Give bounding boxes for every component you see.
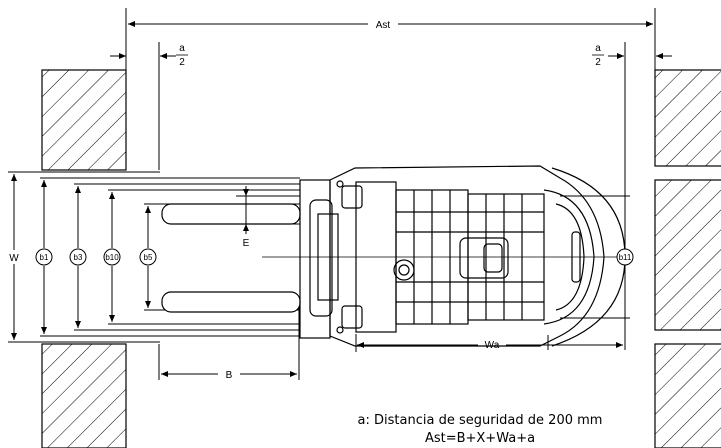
b5-label: b5 [144, 253, 153, 262]
caption-safety-distance: a: Distancia de seguridad de 200 mm [357, 413, 603, 428]
caption: a: Distancia de seguridad de 200 mm Ast=… [300, 412, 660, 448]
b1-label: b1 [40, 253, 49, 262]
wa-dimension [355, 334, 623, 352]
b10-circle [103, 248, 121, 266]
b11-label: b11 [619, 253, 632, 262]
a-half-right-dimension [592, 53, 672, 59]
b3-label: b3 [74, 253, 83, 262]
b3-circle [69, 248, 87, 266]
b11-dimension [560, 195, 630, 319]
left-wall-top [41, 69, 127, 171]
forklift-body [299, 165, 626, 347]
b1-circle [35, 248, 53, 266]
caption-formula: Ast=B+X+Wa+a [424, 431, 536, 446]
b10-label: b10 [105, 253, 119, 262]
a-half-left-dimension [110, 53, 188, 59]
e-label: E [243, 238, 250, 249]
right-wall-middle [654, 179, 721, 331]
b-label: B [226, 370, 233, 381]
left-wall-bottom [41, 343, 127, 448]
a-half-right-numerator: a [595, 43, 601, 54]
right-wall-bottom [654, 343, 721, 448]
b5-circle [139, 248, 157, 266]
a-half-right-denominator: 2 [595, 57, 601, 68]
a-half-left-denominator: 2 [179, 57, 185, 68]
w-dimension [8, 171, 160, 343]
wa-label: Wa [485, 340, 500, 351]
e-dimension [236, 186, 300, 234]
a-half-left-numerator: a [179, 43, 185, 54]
b11-circle [616, 248, 634, 266]
forks [161, 203, 301, 313]
right-wall-top [654, 69, 721, 167]
w-label: W [9, 253, 19, 264]
ast-label: Ast [376, 20, 391, 31]
